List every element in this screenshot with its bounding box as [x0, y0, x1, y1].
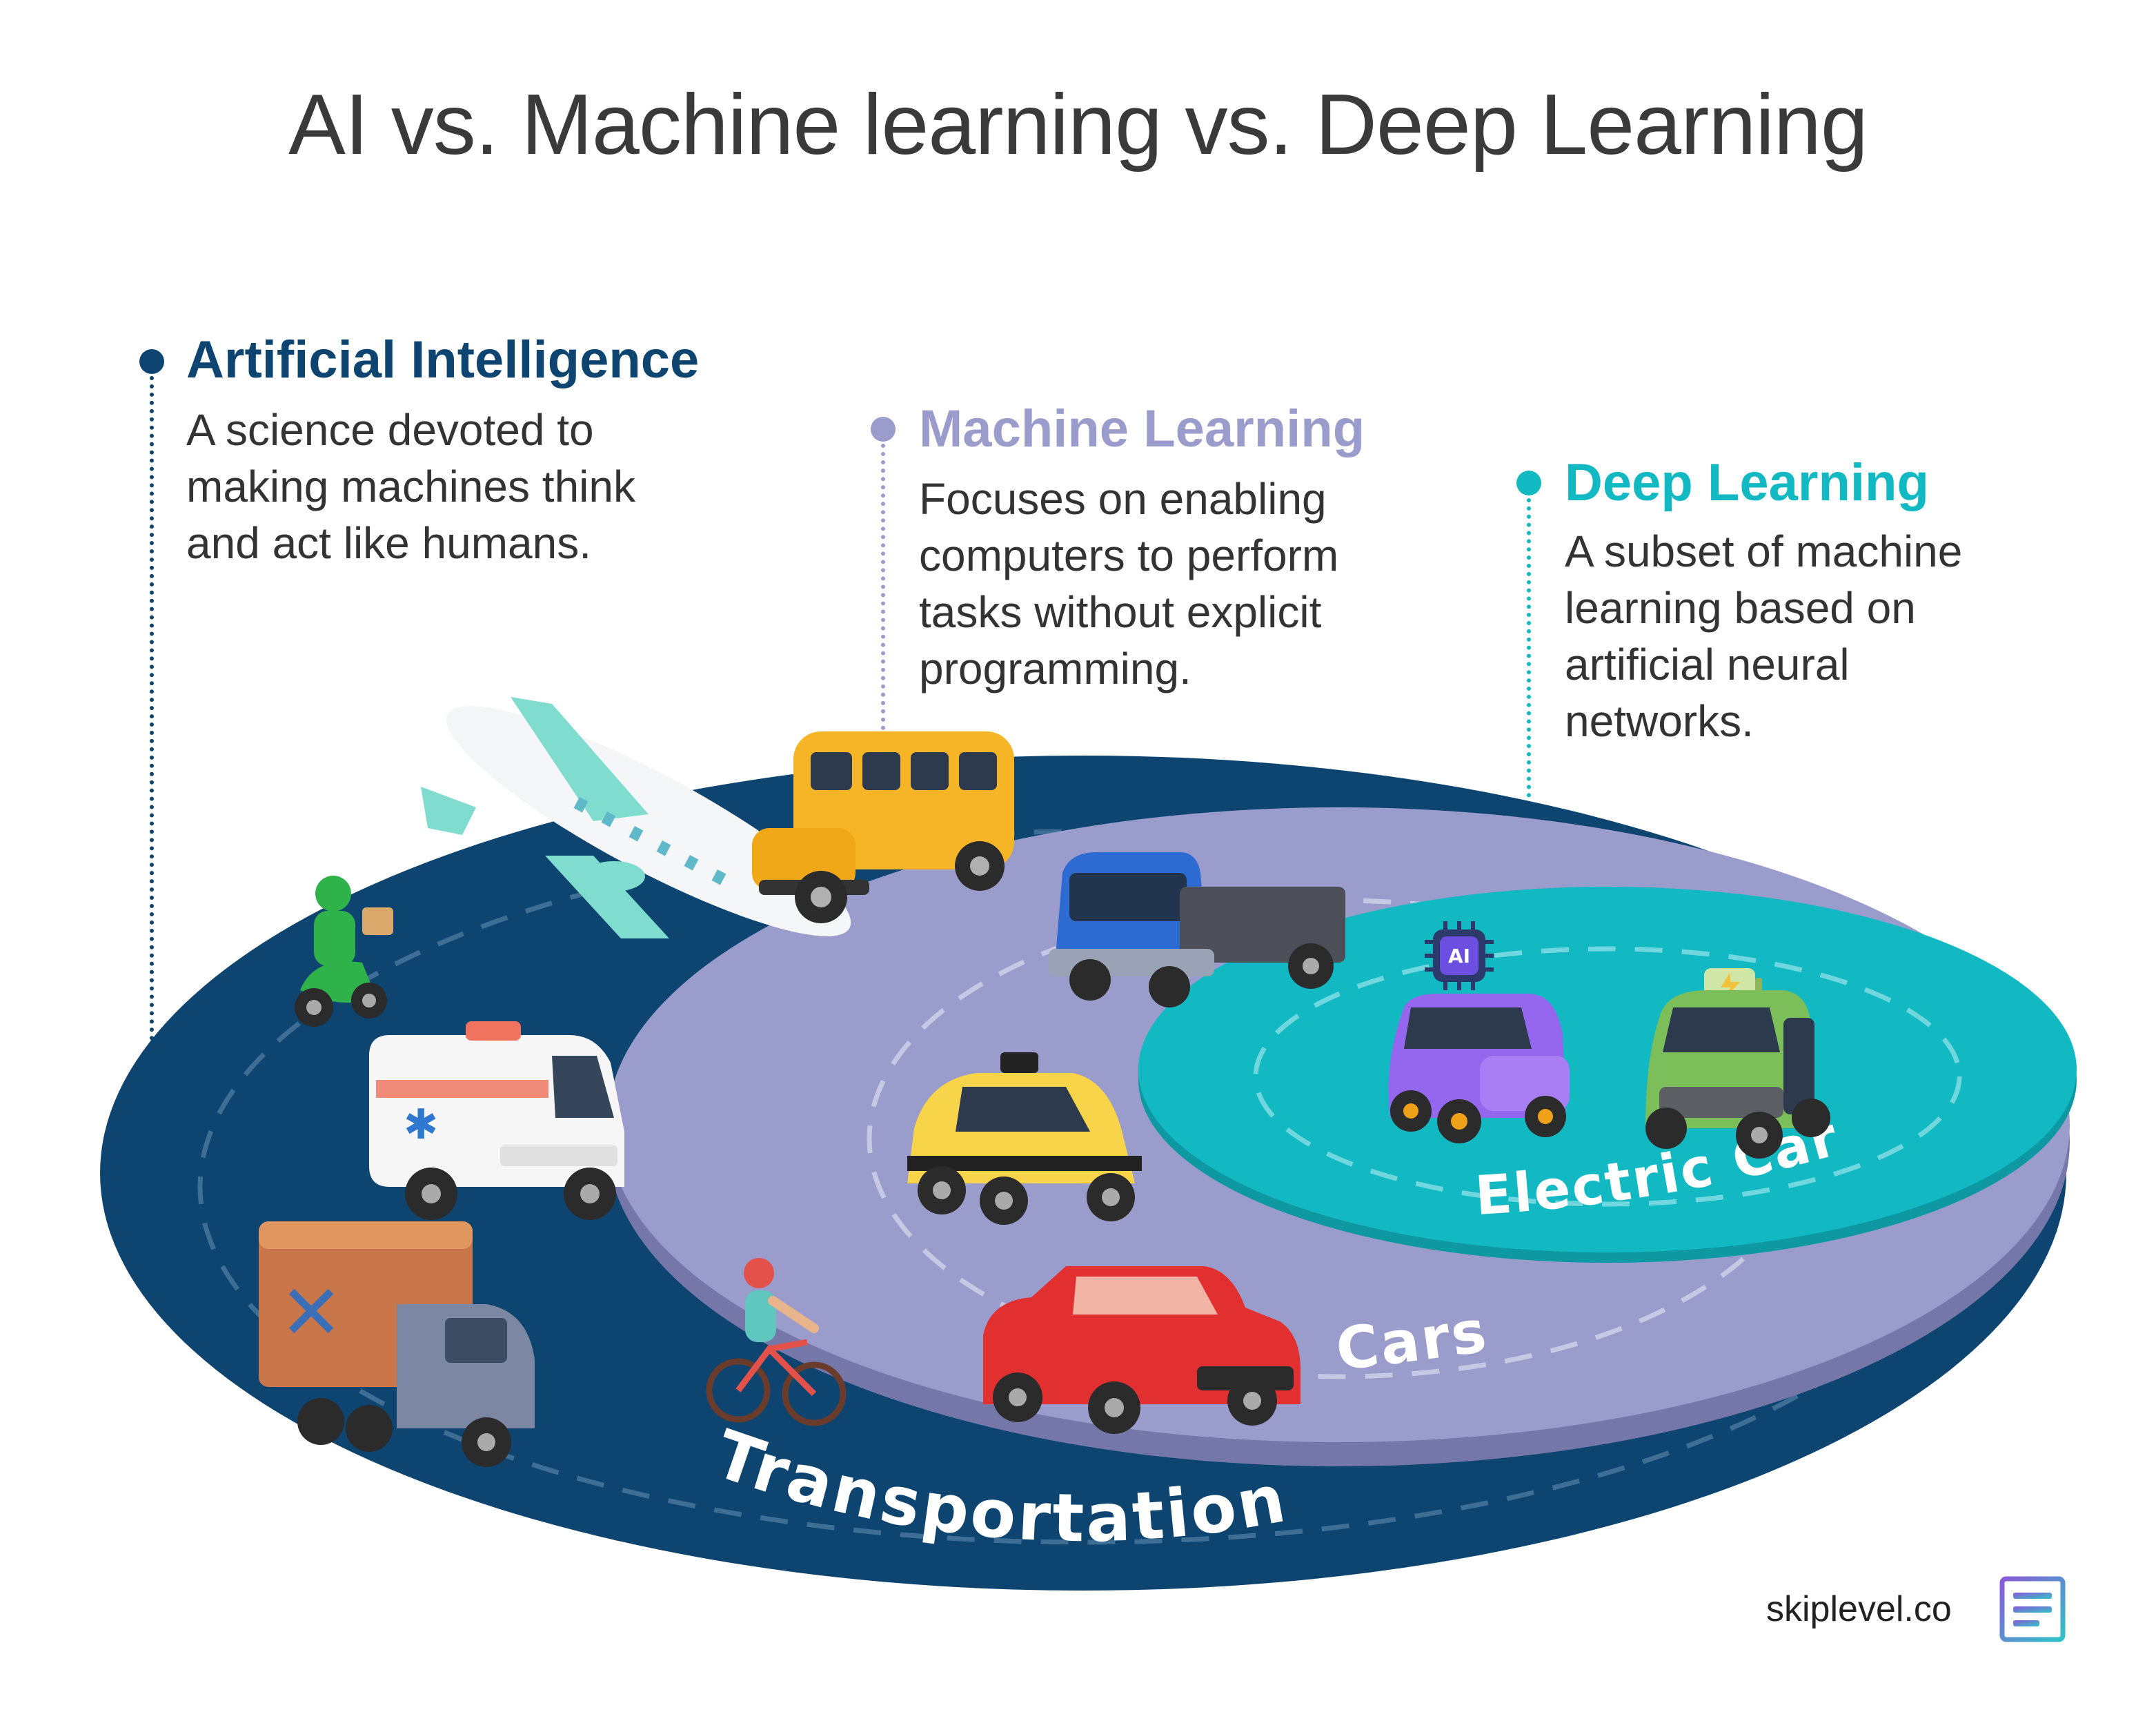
green-electric-car-icon	[1645, 990, 1830, 1159]
ai-chip-icon: AI	[1425, 921, 1494, 990]
ai-leader-line	[150, 376, 154, 1049]
ml-marker-dot	[871, 417, 896, 442]
ai-description: A science devoted to making machines thi…	[186, 402, 635, 571]
svg-text:✕: ✕	[279, 1268, 343, 1357]
ai-line: making machines think	[186, 462, 635, 511]
airplane-icon	[421, 697, 851, 938]
purple-electric-car-icon	[1388, 994, 1570, 1143]
ml-line: tasks without explicit	[919, 587, 1322, 637]
delivery-scooter-icon	[295, 876, 393, 1027]
school-bus-icon	[752, 731, 1014, 923]
dl-description: A subset of machine learning based on ar…	[1565, 523, 1962, 749]
dl-line: artificial neural	[1565, 640, 1850, 689]
ml-line: Focuses on enabling	[919, 474, 1327, 524]
ml-heading: Machine Learning	[919, 400, 1365, 458]
brand-name: skiplevel.co	[1766, 1589, 1952, 1629]
skiplevel-logo-icon	[1999, 1576, 2066, 1642]
dl-line: learning based on	[1565, 583, 1916, 633]
svg-text:AI: AI	[1448, 945, 1470, 967]
dl-leader-line	[1527, 498, 1531, 912]
ml-leader-line	[881, 444, 885, 905]
electric-cars-ring-dashed-path	[1253, 946, 1962, 1207]
dl-line: networks.	[1565, 696, 1754, 746]
dl-marker-dot	[1516, 471, 1541, 495]
ai-line: A science devoted to	[186, 405, 594, 455]
cyclist-icon	[706, 1258, 847, 1426]
ai-marker-dot	[139, 349, 164, 374]
ai-line: and act like humans.	[186, 518, 591, 568]
dl-line: A subset of machine	[1565, 527, 1963, 576]
ai-heading: Artificial Intelligence	[186, 331, 700, 389]
page-title: AI vs. Machine learning vs. Deep Learnin…	[288, 77, 1868, 173]
red-sedan-icon	[983, 1266, 1300, 1434]
electric-cars-ring	[1138, 887, 2077, 1252]
ml-line: programming.	[919, 644, 1191, 693]
svg-text:✱: ✱	[404, 1101, 438, 1149]
dl-heading: Deep Learning	[1565, 453, 1929, 512]
ml-line: computers to perform	[919, 531, 1339, 580]
pickup-truck-icon	[1049, 852, 1345, 1007]
box-truck-icon: ✕	[259, 1221, 535, 1467]
ambulance-icon: ✱	[369, 1021, 624, 1220]
ml-description: Focuses on enabling computers to perform…	[919, 471, 1338, 697]
taxi-icon	[907, 1052, 1142, 1225]
